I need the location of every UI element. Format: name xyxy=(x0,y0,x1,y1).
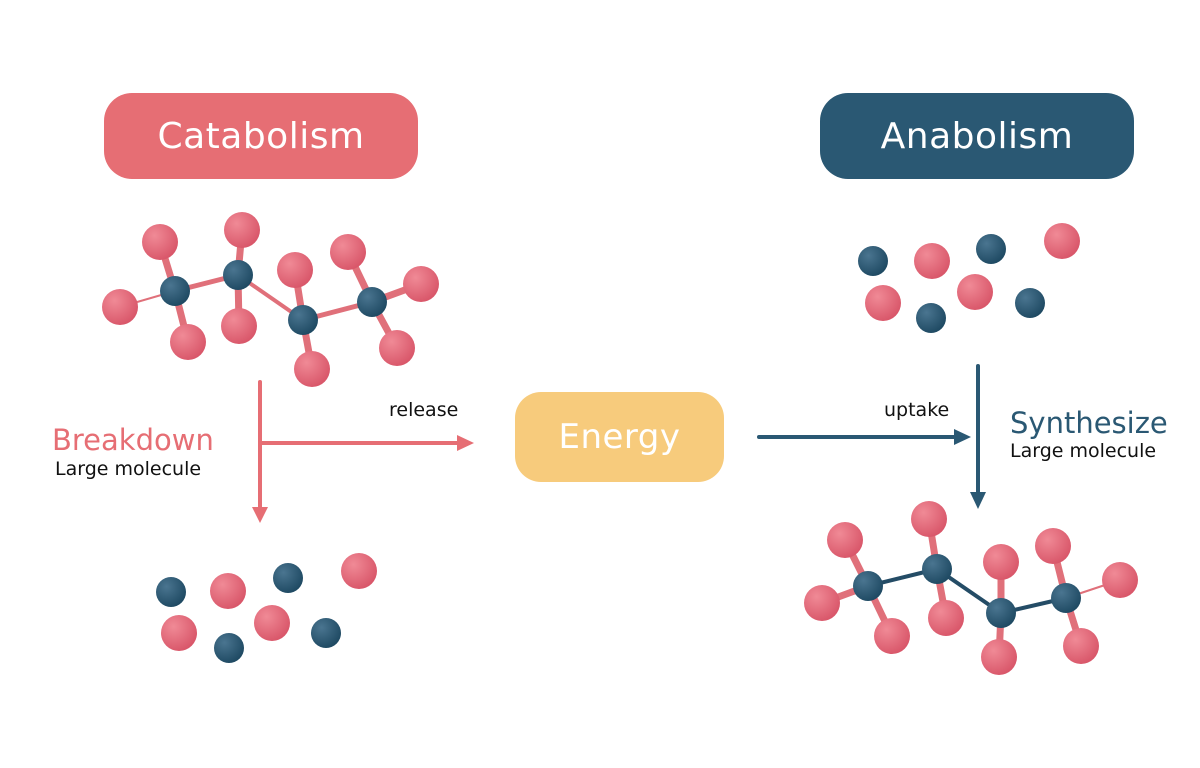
release-label: release xyxy=(389,399,459,421)
atom-navy xyxy=(156,577,186,607)
atom-navy xyxy=(1051,583,1081,613)
uptake-label: uptake xyxy=(884,399,950,421)
atom-red xyxy=(1044,223,1080,259)
atom-red xyxy=(102,289,138,325)
atom-red xyxy=(210,573,246,609)
atom-red xyxy=(170,324,206,360)
atom-navy xyxy=(1015,288,1045,318)
atom-red xyxy=(1035,528,1071,564)
atom-red xyxy=(330,234,366,270)
atom-red xyxy=(294,351,330,387)
atom-red xyxy=(161,615,197,651)
atom-red xyxy=(865,285,901,321)
atom-navy xyxy=(223,260,253,290)
atom-red xyxy=(341,553,377,589)
energy-label: Energy xyxy=(515,392,724,482)
atom-red xyxy=(1102,562,1138,598)
large-molecule-icon xyxy=(804,501,1138,675)
atom-red xyxy=(914,243,950,279)
free-atoms-icon xyxy=(156,553,377,663)
atom-navy xyxy=(976,234,1006,264)
atom-red xyxy=(981,639,1017,675)
atom-red xyxy=(874,618,910,654)
atom-red xyxy=(928,600,964,636)
atom-navy xyxy=(922,554,952,584)
atom-red xyxy=(827,522,863,558)
arrowhead xyxy=(954,429,971,445)
atom-navy xyxy=(357,287,387,317)
synthesize-label: Synthesize xyxy=(1010,406,1168,440)
atom-navy xyxy=(916,303,946,333)
atom-navy xyxy=(986,598,1016,628)
anabolism-title: Anabolism xyxy=(820,93,1134,179)
atom-red xyxy=(804,585,840,621)
breakdown-subtitle: Large molecule xyxy=(55,458,202,480)
atom-red xyxy=(911,501,947,537)
atom-red xyxy=(983,544,1019,580)
atom-red xyxy=(1063,628,1099,664)
atom-red xyxy=(379,330,415,366)
arrowhead xyxy=(252,507,268,523)
large-molecule-icon xyxy=(102,212,439,387)
atom-red xyxy=(254,605,290,641)
atom-red xyxy=(142,224,178,260)
arrowhead xyxy=(970,492,986,509)
free-atoms-icon xyxy=(858,223,1080,333)
arrow-icon xyxy=(252,364,986,523)
atom-navy xyxy=(160,276,190,306)
atom-red xyxy=(277,252,313,288)
atom-red xyxy=(403,266,439,302)
arrowhead xyxy=(457,435,474,451)
breakdown-label: Breakdown xyxy=(52,423,214,457)
atom-navy xyxy=(273,563,303,593)
synthesize-subtitle: Large molecule xyxy=(1010,440,1157,462)
atom-red xyxy=(957,274,993,310)
atom-navy xyxy=(311,618,341,648)
atom-red xyxy=(221,308,257,344)
atom-navy xyxy=(288,305,318,335)
atom-navy xyxy=(858,246,888,276)
atom-navy xyxy=(853,571,883,601)
atom-red xyxy=(224,212,260,248)
catabolism-title: Catabolism xyxy=(104,93,418,179)
atom-navy xyxy=(214,633,244,663)
